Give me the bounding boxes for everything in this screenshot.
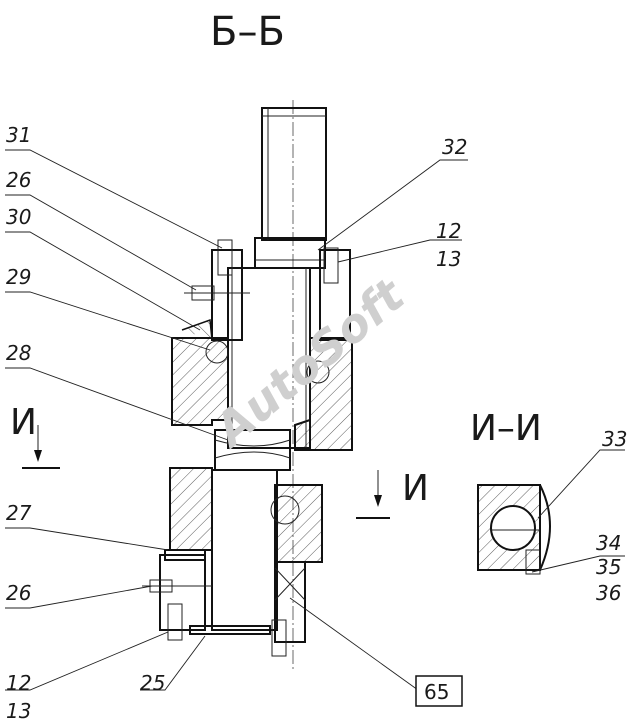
callout-12-top: 12 — [436, 219, 461, 243]
callout-25: 25 — [140, 671, 165, 695]
lower-bearing-cap — [142, 554, 287, 657]
pin-hole-lower — [270, 495, 300, 525]
leader-lines — [5, 149, 625, 691]
bolt-lower-right — [271, 619, 287, 657]
tag-box-65: 65 — [415, 675, 463, 707]
callout-34: 34 — [596, 531, 621, 555]
bolt-upper-left — [217, 239, 233, 276]
cut-marker-right: И — [356, 468, 429, 519]
callout-32: 32 — [442, 135, 467, 159]
shaft-neck — [214, 429, 291, 471]
section-bore — [490, 505, 536, 551]
callout-30: 30 — [6, 205, 31, 229]
base-plate — [189, 625, 271, 635]
callout-13-bottom: 13 — [6, 699, 31, 723]
callout-12-bottom: 12 — [6, 671, 31, 695]
svg-text:И: И — [10, 402, 37, 443]
section-view — [477, 484, 551, 575]
bolt-upper-right — [323, 247, 339, 284]
callout-29: 29 — [6, 265, 31, 289]
callout-13-top: 13 — [436, 247, 461, 271]
callout-33: 33 — [602, 427, 627, 451]
upper-housing — [171, 267, 353, 451]
bearing-ball-right — [306, 360, 330, 384]
section-title: Б–Б — [210, 9, 285, 55]
upper-bearing-cap — [181, 239, 351, 384]
callout-35: 35 — [596, 555, 621, 579]
lower-housing — [164, 467, 323, 643]
callout-26-bottom: 26 — [6, 581, 31, 605]
bearing-ball-left — [205, 340, 229, 364]
cut-marker-left: И — [10, 402, 60, 469]
section-view-title: И–И — [470, 408, 542, 449]
callout-31: 31 — [6, 123, 31, 147]
callout-28: 28 — [6, 341, 31, 365]
callout-26-top: 26 — [6, 168, 31, 192]
callout-36: 36 — [596, 581, 621, 605]
section-bolt — [525, 549, 541, 575]
callout-27: 27 — [6, 501, 32, 525]
shaft-upper — [254, 107, 327, 269]
bolt-lower-left — [167, 603, 183, 641]
svg-text:И: И — [402, 468, 429, 509]
svg-text:65: 65 — [424, 680, 449, 704]
